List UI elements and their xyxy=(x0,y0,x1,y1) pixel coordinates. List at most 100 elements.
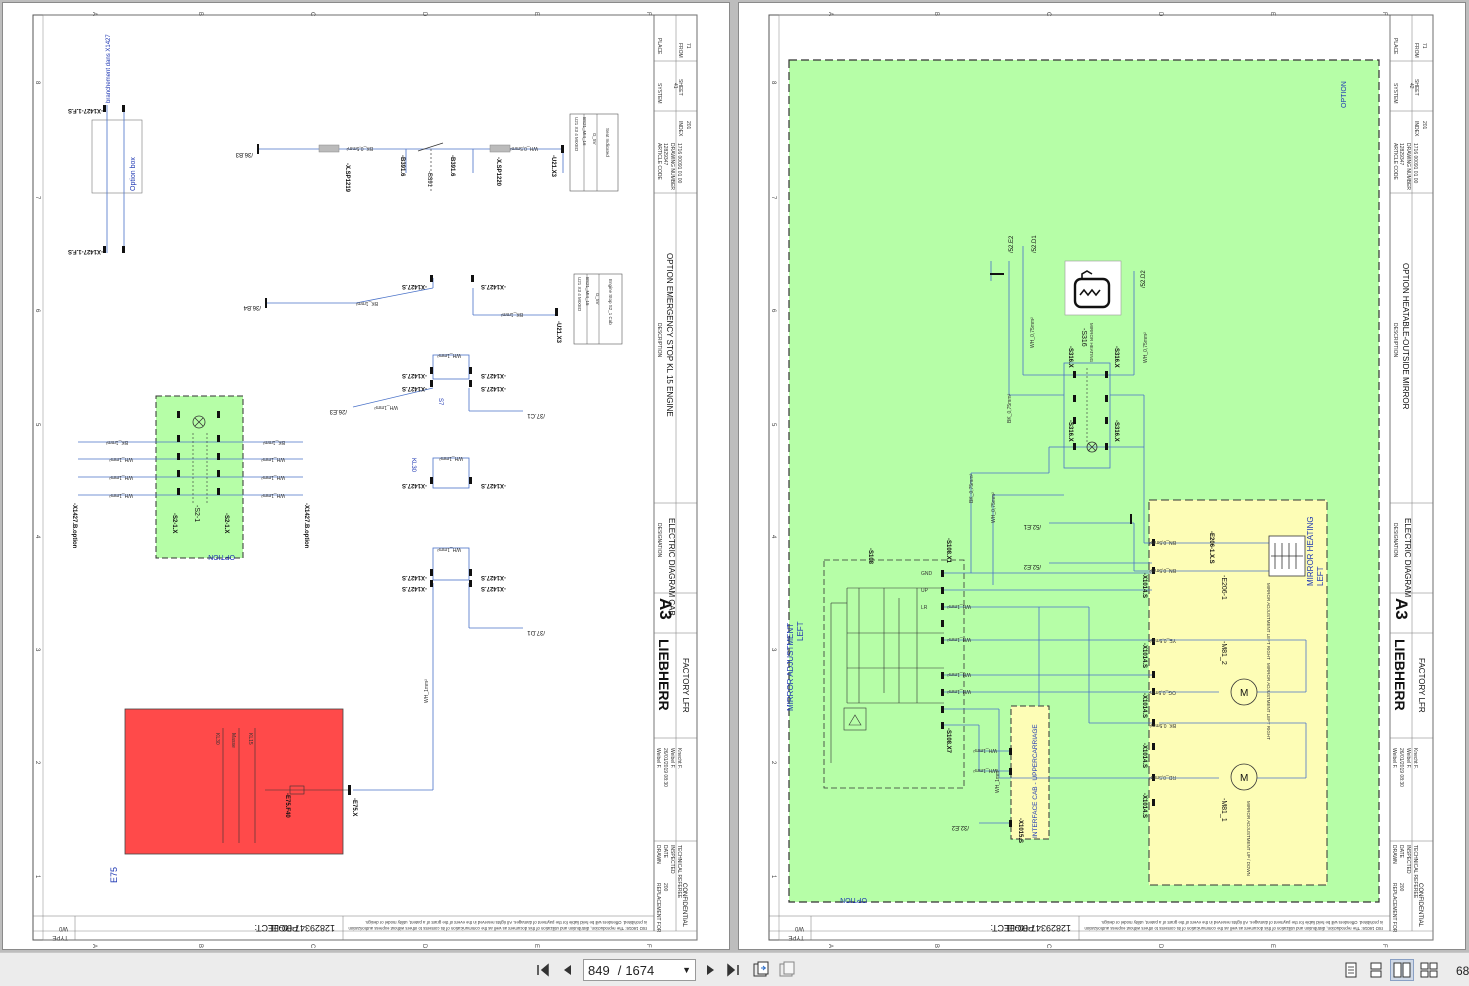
dropdown-caret-icon[interactable]: ▼ xyxy=(682,965,691,975)
bottom-band-right: ISO 16016: The reproduction, distributio… xyxy=(769,915,1390,940)
svg-text:41: 41 xyxy=(672,83,678,89)
circuit-s7 xyxy=(352,354,523,412)
svg-text:WH_1mm²: WH_1mm² xyxy=(973,747,997,753)
svg-text:TECHNICAL REFEREE: TECHNICAL REFEREE xyxy=(676,845,682,899)
svg-text:-E75.X: -E75.X xyxy=(351,798,357,816)
svg-text:DATE: DATE xyxy=(662,845,668,859)
svg-text:W0: W0 xyxy=(794,925,804,931)
page-number-input[interactable]: 849 / 1674 ▼ xyxy=(583,959,696,981)
svg-text:C: C xyxy=(1045,12,1051,17)
svg-text:WH_0,75mm²: WH_0,75mm² xyxy=(1143,332,1149,363)
svg-text:26/01/2019 08:30: 26/01/2019 08:30 xyxy=(1398,748,1404,787)
svg-text:B: B xyxy=(197,944,203,948)
svg-text:1716 00091 01 00: 1716 00091 01 00 xyxy=(676,143,682,184)
svg-text:C: C xyxy=(309,12,315,17)
svg-text:-S2-1.X: -S2-1.X xyxy=(171,513,177,533)
svg-text:-B391.6: -B391.6 xyxy=(399,155,405,177)
first-page-icon[interactable] xyxy=(534,959,552,981)
svg-text:-X1427-1.F.S: -X1427-1.F.S xyxy=(68,107,103,113)
svg-text:INDEX: INDEX xyxy=(1413,121,1419,137)
total-pages: 1674 xyxy=(625,962,655,978)
continuous-view-icon[interactable] xyxy=(1367,959,1385,981)
svg-text:C: C xyxy=(309,944,315,949)
splice-xsp1219 xyxy=(318,144,340,153)
wires-s108 xyxy=(944,572,1152,824)
svg-text:-S316: -S316 xyxy=(1080,328,1087,347)
interface-labels: INTERFACE CAB - UPPERCARRIAGE -X1015.S xyxy=(1009,724,1039,843)
svg-text:-X1014.S: -X1014.S xyxy=(1141,573,1147,598)
svg-text:-E75.F40: -E75.F40 xyxy=(284,793,290,818)
svg-text:-E206-1: -E206-1 xyxy=(1220,575,1227,600)
svg-text:-S108.X7: -S108.X7 xyxy=(945,728,951,754)
svg-text:M: M xyxy=(1240,688,1248,699)
svg-text:SHEET: SHEET xyxy=(1413,79,1419,96)
svg-text:/52.E2: /52.E2 xyxy=(1023,563,1041,569)
svg-text:E75: E75 xyxy=(109,867,119,883)
svg-text:-X1427.S: -X1427.S xyxy=(402,574,427,580)
svg-text:200: 200 xyxy=(1398,883,1404,892)
svg-text:/52.D2: /52.D2 xyxy=(1141,270,1147,288)
svg-text:-X1014.S: -X1014.S xyxy=(1141,643,1147,668)
svg-text:WH_1mm²: WH_1mm² xyxy=(261,456,285,462)
svg-text:WH_1mm²: WH_1mm² xyxy=(261,492,285,498)
svg-text:ARTICLE CODE: ARTICLE CODE xyxy=(1392,143,1398,181)
circuit-kl30: -X1427.S -X1427.S KL30 WH_1mm² xyxy=(402,455,506,489)
svg-text:F: F xyxy=(645,12,651,16)
switch-s108: GND UP LR -S108 -S108.X1 -S108.X7 MIRROR… xyxy=(786,538,965,789)
svg-text:-U21.X3: -U21.X3 xyxy=(550,155,556,178)
single-page-view-icon[interactable] xyxy=(1342,959,1360,981)
svg-text:4: 4 xyxy=(34,535,40,539)
svg-text:INDEX: INDEX xyxy=(677,121,683,137)
last-page-icon[interactable] xyxy=(724,959,742,981)
svg-text:PLACE: PLACE xyxy=(656,38,662,55)
svg-text:FROM: FROM xyxy=(677,43,683,58)
svg-text:BS21_MI4_15: BS21_MI4_15 xyxy=(585,277,590,306)
switch-s316: -S316.X -S316.X -S316.X -S316.X -S316 MI… xyxy=(1063,260,1122,469)
option-s2-1-green: -S2-1.X -S2-1.X -S2-1 OPTION -X1427.B.op… xyxy=(71,395,309,560)
svg-text:U21 X3 4 MIXED: U21 X3 4 MIXED xyxy=(574,117,579,152)
svg-text:-X1427.S: -X1427.S xyxy=(481,372,506,378)
svg-text:/52.D1: /52.D1 xyxy=(1032,235,1038,253)
svg-text:/37.C1: /37.C1 xyxy=(527,412,545,418)
svg-text:DESIGNATION: DESIGNATION xyxy=(1392,523,1398,557)
next-page-icon[interactable] xyxy=(702,959,720,981)
sheet-left: A B C D E F A B C D E F 8 7 6 5 4 3 2 1 xyxy=(2,2,730,950)
svg-text:FACTORY LFR: FACTORY LFR xyxy=(681,658,690,713)
svg-text:branchement dans X1427: branchement dans X1427 xyxy=(106,34,112,103)
svg-text:3: 3 xyxy=(770,648,776,652)
svg-text:MIRROR ADJUSTMENT UP / DOWN: MIRROR ADJUSTMENT UP / DOWN xyxy=(1246,801,1251,876)
svg-text:42: 42 xyxy=(1408,83,1414,89)
svg-text:WH_1mm²: WH_1mm² xyxy=(109,474,133,480)
svg-text:Weibel F.: Weibel F. xyxy=(655,748,661,768)
svg-text:G_5V: G_5V xyxy=(595,293,600,305)
fit-width-icon[interactable] xyxy=(778,959,796,981)
svg-text:Weibel F.: Weibel F. xyxy=(1391,748,1397,768)
svg-text:3: 3 xyxy=(34,648,40,652)
svg-text:Weibel F.: Weibel F. xyxy=(669,748,675,768)
svg-text:12829347-00-EL: 12829347-00-EL xyxy=(1004,923,1071,933)
svg-text:C: C xyxy=(1045,944,1051,949)
svg-text:/52.E1: /52.E1 xyxy=(1023,523,1041,529)
svg-text:CONFIDENTIAL: CONFIDENTIAL xyxy=(681,883,687,928)
prev-page-icon[interactable] xyxy=(558,959,576,981)
svg-text:D: D xyxy=(1157,12,1163,17)
svg-text:WH_1mm²: WH_1mm² xyxy=(261,474,285,480)
svg-text:WH_1mm²: WH_1mm² xyxy=(995,769,1001,793)
fit-page-icon[interactable] xyxy=(752,959,770,981)
svg-text:F: F xyxy=(645,944,651,948)
box-u21-a: U21 X3 4 MIXED BS21_MI4_16 G_5V Seat Ind… xyxy=(569,113,619,192)
svg-text:PROJECT:: PROJECT: xyxy=(254,923,298,933)
two-page-continuous-icon[interactable] xyxy=(1420,959,1438,981)
svg-text:is prohibited. Offenders will: is prohibited. Offenders will be held li… xyxy=(365,920,647,925)
svg-text:BK_0,75mm²: BK_0,75mm² xyxy=(969,473,975,503)
svg-text:-X1427.S: -X1427.S xyxy=(481,283,506,289)
svg-text:FROM: FROM xyxy=(1413,43,1419,58)
svg-text:ELECTRIC DIAGRAM: ELECTRIC DIAGRAM xyxy=(1403,518,1412,597)
svg-text:B: B xyxy=(197,12,203,16)
viewer-toolbar: 849 / 1674 ▼ 68 xyxy=(0,952,1469,986)
svg-text:-B391: -B391 xyxy=(426,171,432,188)
two-page-view-icon[interactable] xyxy=(1390,959,1414,981)
svg-text:DRAWING NUMBER: DRAWING NUMBER xyxy=(669,143,675,190)
svg-text:SHEET: SHEET xyxy=(677,79,683,96)
svg-text:DESCRIPTION: DESCRIPTION xyxy=(1392,323,1398,358)
